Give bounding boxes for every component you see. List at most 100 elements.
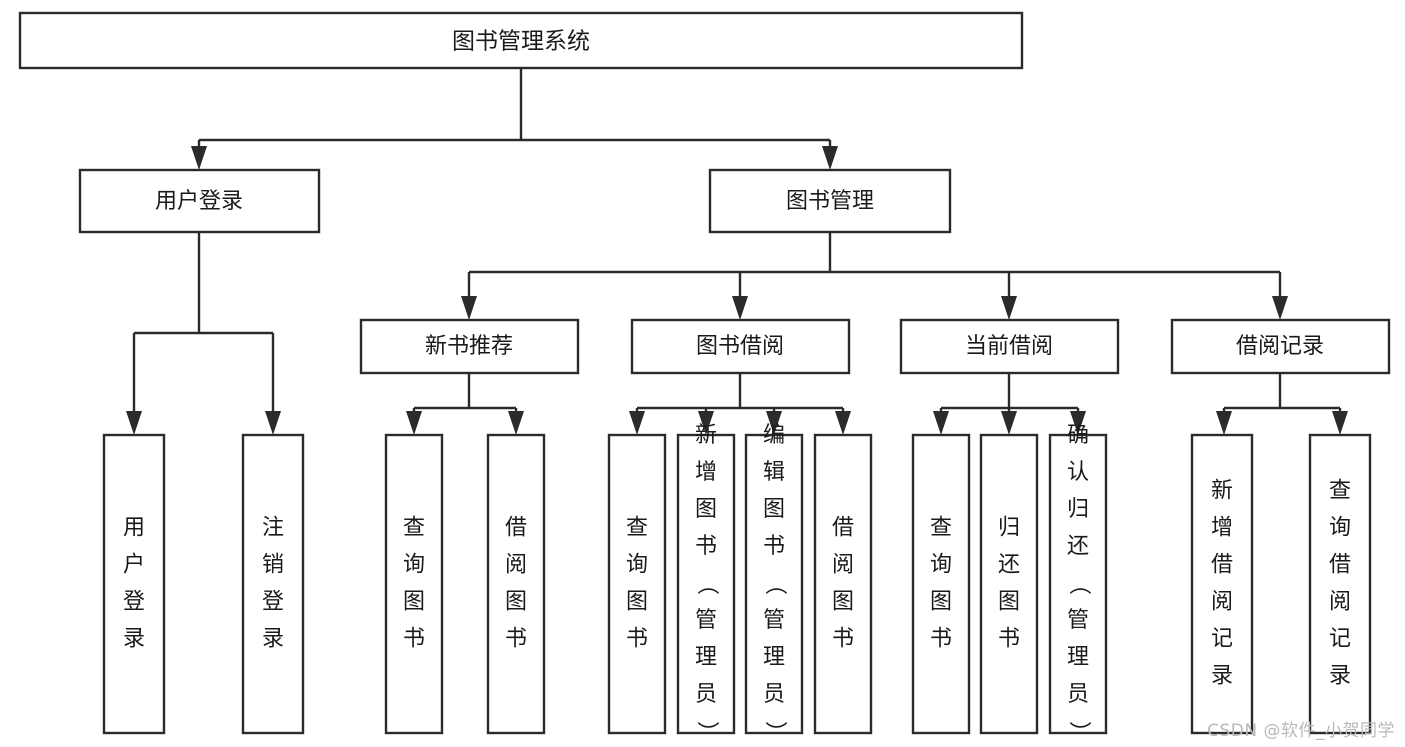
svg-text:录: 录 [1211,664,1233,689]
node-root[interactable]: 图书管理系统 [18,11,1024,70]
svg-text:图: 图 [626,590,648,615]
svg-text:查: 查 [403,516,425,541]
user-login-box[interactable] [78,168,321,234]
svg-text:书: 书 [832,627,854,652]
leaf-query-book-2-box[interactable] [607,433,667,735]
new-book-recommend-label: 新书推荐 [425,334,513,359]
leaf-borrow-book-2-box[interactable] [813,433,873,735]
svg-text:管: 管 [763,608,785,633]
leaf-edit-book-box[interactable] [744,433,804,735]
svg-text:书: 书 [763,534,785,559]
leaf-query-book-1-box[interactable] [384,433,444,735]
svg-text:归: 归 [1067,497,1089,522]
svg-text:用: 用 [123,516,145,541]
new-book-recommend-box[interactable] [359,318,580,375]
svg-text:）: ） [762,721,787,743]
svg-text:书: 书 [930,627,952,652]
arrow-leaf-query-book-1 [406,411,422,435]
svg-text:录: 录 [262,627,284,652]
svg-text:理: 理 [1067,645,1089,670]
svg-text:还: 还 [998,553,1020,578]
node-book-borrow[interactable]: 图书借阅 [630,318,851,375]
root-label: 图书管理系统 [452,29,590,55]
node-book-manage[interactable]: 图书管理 [708,168,952,234]
svg-text:管: 管 [1067,608,1089,633]
svg-text:查: 查 [930,516,952,541]
svg-text:）: ） [1066,721,1091,743]
leaf-query-book-3-box[interactable] [911,433,971,735]
svg-text:阅: 阅 [505,553,527,578]
svg-text:理: 理 [763,645,785,670]
leaf-return-book-box[interactable] [979,433,1039,735]
svg-text:（: （ [762,573,787,595]
leaf-user-logout-box[interactable] [241,433,305,735]
svg-text:借: 借 [1211,553,1233,578]
leaf-borrow-book-1-box[interactable] [486,433,546,735]
borrow-record-box[interactable] [1170,318,1391,375]
svg-text:借: 借 [1329,553,1351,578]
svg-text:查: 查 [1329,479,1351,504]
svg-text:辑: 辑 [763,460,785,485]
arrow-leaf-user-logout [265,411,281,435]
root-box[interactable] [18,11,1024,70]
leaf-add-record-box[interactable] [1190,433,1254,735]
leaf-user-login-label: 用户登录 [123,516,145,652]
svg-text:管: 管 [695,608,717,633]
book-manage-box[interactable] [708,168,952,234]
svg-text:记: 记 [1211,627,1233,652]
node-borrow-record[interactable]: 借阅记录 [1170,318,1391,375]
svg-text:阅: 阅 [832,553,854,578]
node-current-borrow[interactable]: 当前借阅 [899,318,1120,375]
svg-text:（: （ [694,573,719,595]
svg-text:图: 图 [832,590,854,615]
svg-text:理: 理 [695,645,717,670]
svg-text:新: 新 [695,423,717,448]
node-user-login[interactable]: 用户登录 [78,168,321,234]
svg-text:借: 借 [505,516,527,541]
svg-text:注: 注 [262,516,284,541]
node-leaf-user-login[interactable]: 用户登录 [102,433,166,735]
arrow-leaf-confirm-return [1070,411,1086,435]
leaf-query-record-box[interactable] [1308,433,1372,735]
svg-text:员: 员 [695,682,717,707]
book-borrow-box[interactable] [630,318,851,375]
svg-text:新: 新 [1211,479,1233,504]
svg-text:询: 询 [930,553,952,578]
arrow-to-book-borrow [732,296,748,320]
arrow-to-current-borrow [1001,296,1017,320]
svg-text:登: 登 [123,590,145,615]
leaf-user-login-box[interactable] [102,433,166,735]
svg-text:编: 编 [763,423,785,448]
node-new-book-recommend[interactable]: 新书推荐 [359,318,580,375]
svg-text:员: 员 [763,682,785,707]
svg-text:录: 录 [123,627,145,652]
borrow-record-label: 借阅记录 [1236,334,1324,359]
svg-text:书: 书 [505,627,527,652]
svg-text:户: 户 [123,553,145,578]
current-borrow-box[interactable] [899,318,1120,375]
arrow-leaf-query-book-3 [933,411,949,435]
leaf-confirm-return-box[interactable] [1048,433,1108,735]
arrow-to-new-book-recommend [461,296,477,320]
leaf-add-book-box[interactable] [676,433,736,735]
